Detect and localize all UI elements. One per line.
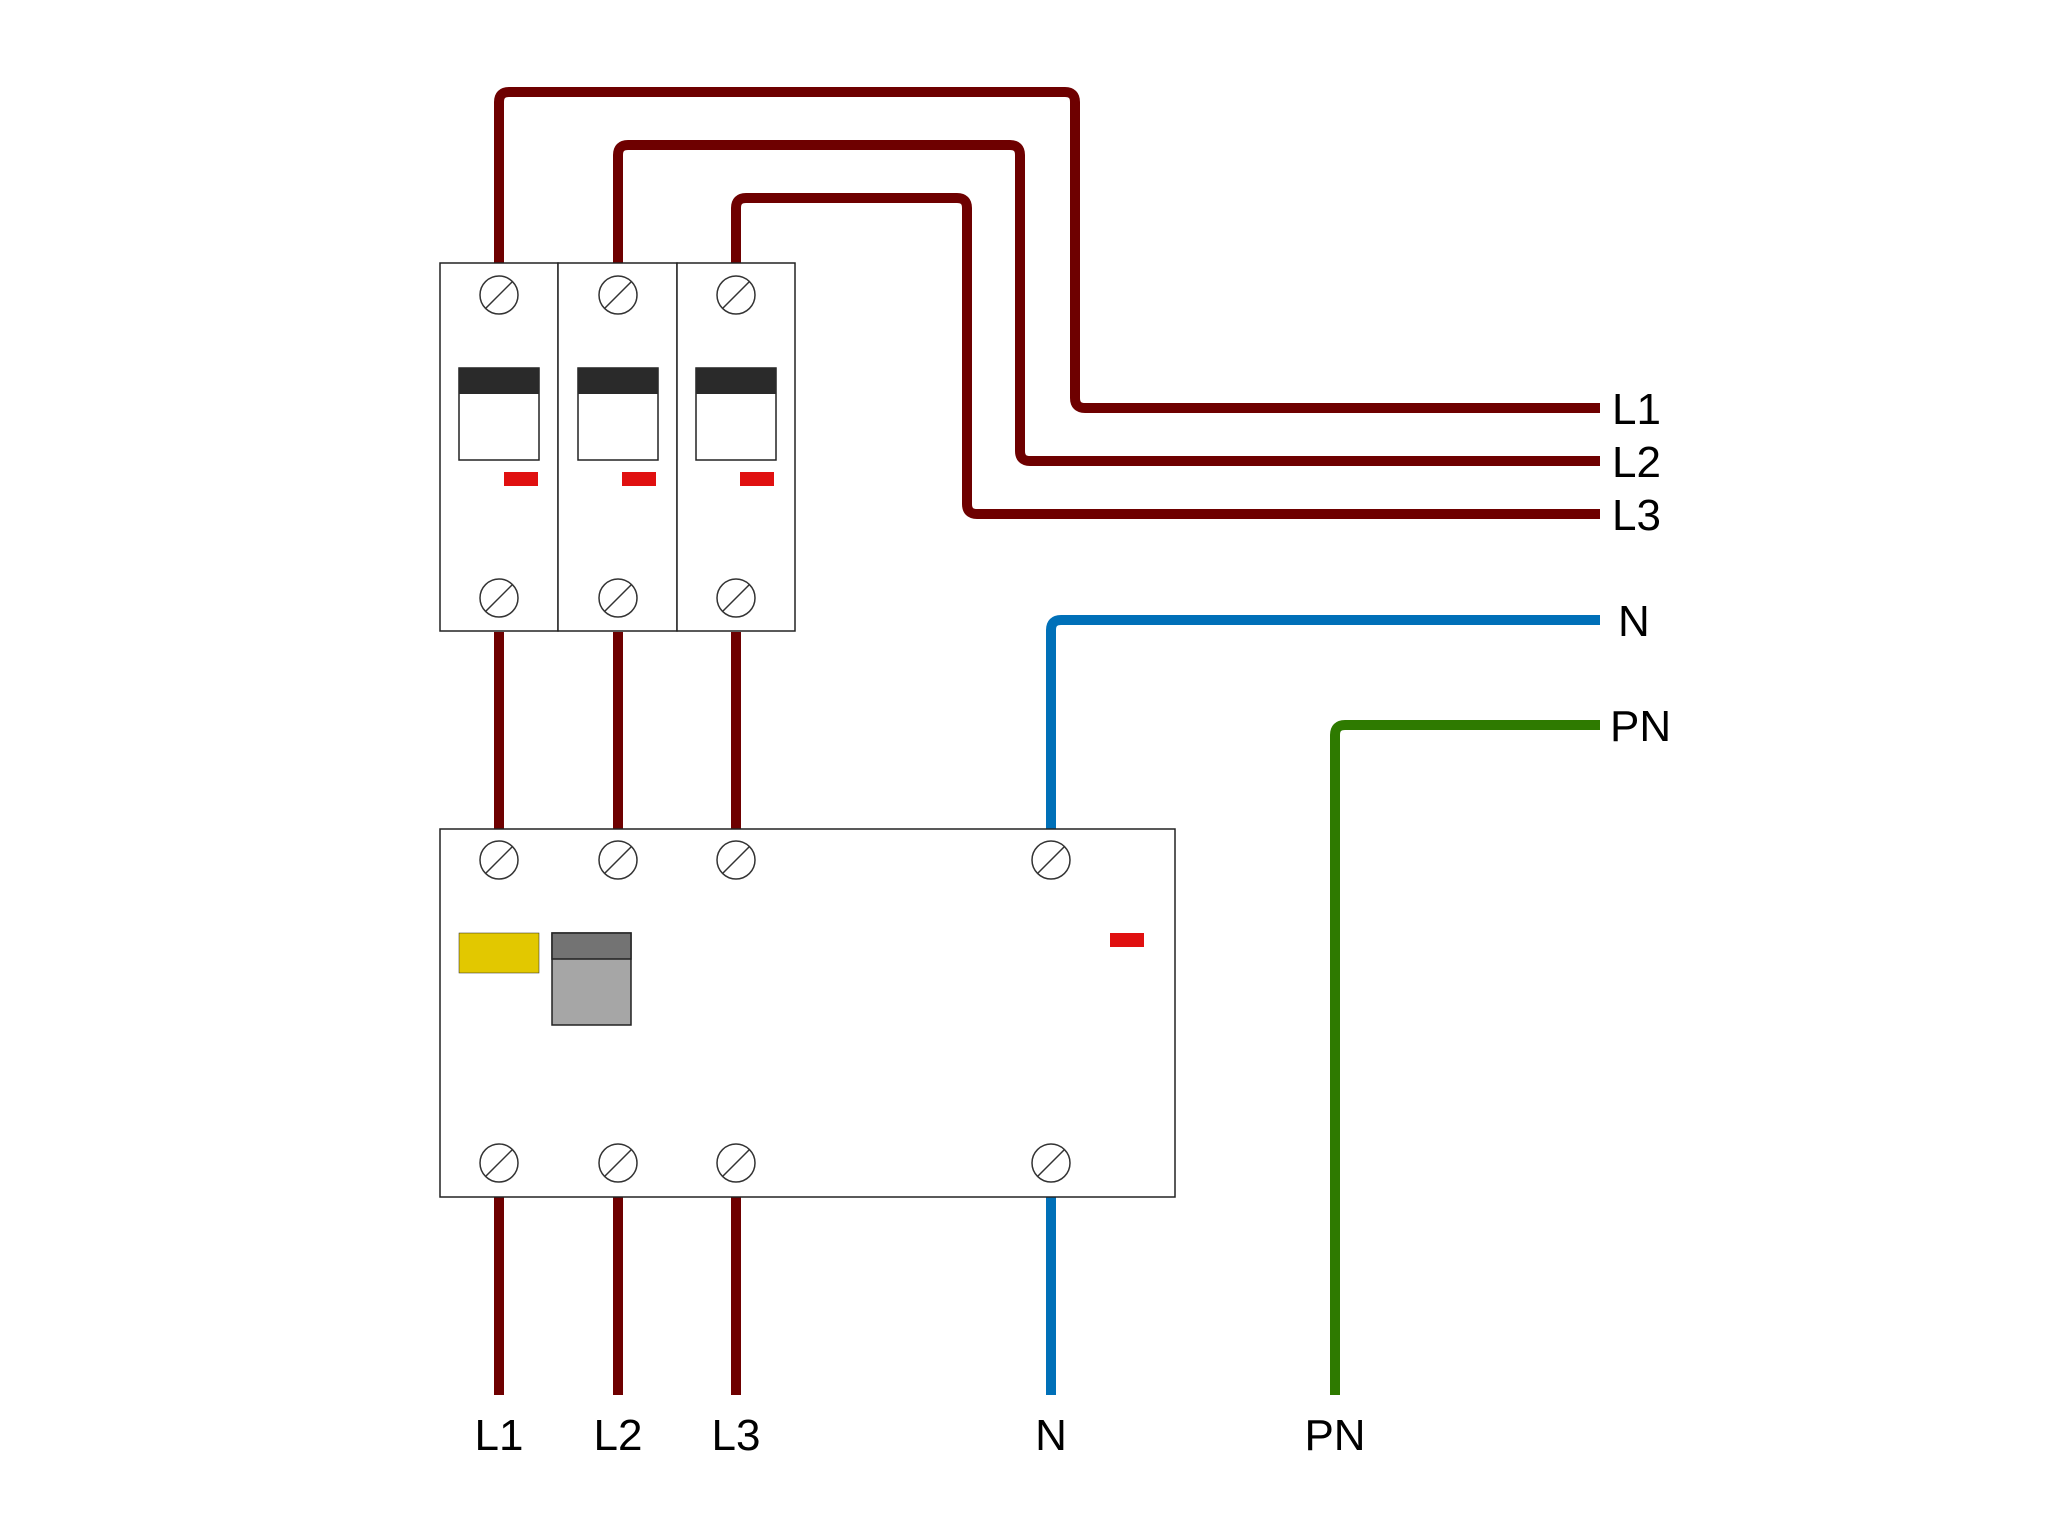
terminal-screw-icon: [598, 578, 638, 618]
trip-indicator-icon: [740, 472, 774, 486]
terminal-screw-icon: [598, 1143, 638, 1183]
terminal-screw-icon: [716, 1143, 756, 1183]
label-bottom-pn: PN: [1304, 1411, 1365, 1460]
trip-indicator-icon: [504, 472, 538, 486]
mcb-handle-3[interactable]: [695, 367, 777, 461]
mcb-handle-1[interactable]: [458, 367, 540, 461]
residual-current-device: [439, 828, 1176, 1198]
circuit-breaker-3pole: [439, 262, 796, 632]
rcd-switch-handle[interactable]: [551, 932, 632, 1026]
terminal-screw-icon: [716, 275, 756, 315]
label-right-l2: L2: [1612, 438, 1661, 487]
rcd-body: [439, 828, 1176, 1198]
terminal-screw-icon: [716, 578, 756, 618]
rcd-test-button[interactable]: [458, 932, 540, 974]
right-labels: L1 L2 L3 N PN: [1610, 385, 1671, 751]
trip-indicator-icon: [1110, 933, 1144, 947]
bottom-labels: L1 L2 L3 N PN: [475, 1411, 1366, 1460]
wires: [494, 87, 1600, 1395]
terminal-screw-icon: [598, 840, 638, 880]
label-bottom-l1: L1: [475, 1411, 524, 1460]
terminal-screw-icon: [479, 840, 519, 880]
terminals: [479, 275, 1071, 1183]
trip-indicator-icon: [622, 472, 656, 486]
wire-pn: [1330, 720, 1600, 1395]
label-right-n: N: [1618, 597, 1650, 646]
terminal-screw-icon: [1031, 1143, 1071, 1183]
terminal-screw-icon: [479, 275, 519, 315]
label-bottom-n: N: [1035, 1411, 1067, 1460]
wire-l2-top: [613, 140, 1600, 466]
terminal-screw-icon: [716, 840, 756, 880]
label-bottom-l3: L3: [712, 1411, 761, 1460]
terminal-screw-icon: [598, 275, 638, 315]
terminal-screw-icon: [479, 1143, 519, 1183]
terminal-screw-icon: [479, 578, 519, 618]
wire-n-top: [1046, 615, 1600, 832]
label-right-l3: L3: [1612, 491, 1661, 540]
label-bottom-l2: L2: [594, 1411, 643, 1460]
label-right-pn: PN: [1610, 702, 1671, 751]
mcb-handle-2[interactable]: [577, 367, 659, 461]
terminal-screw-icon: [1031, 840, 1071, 880]
wire-l3-top: [731, 193, 1600, 519]
wire-l1-top: [494, 87, 1600, 413]
label-right-l1: L1: [1612, 385, 1661, 434]
